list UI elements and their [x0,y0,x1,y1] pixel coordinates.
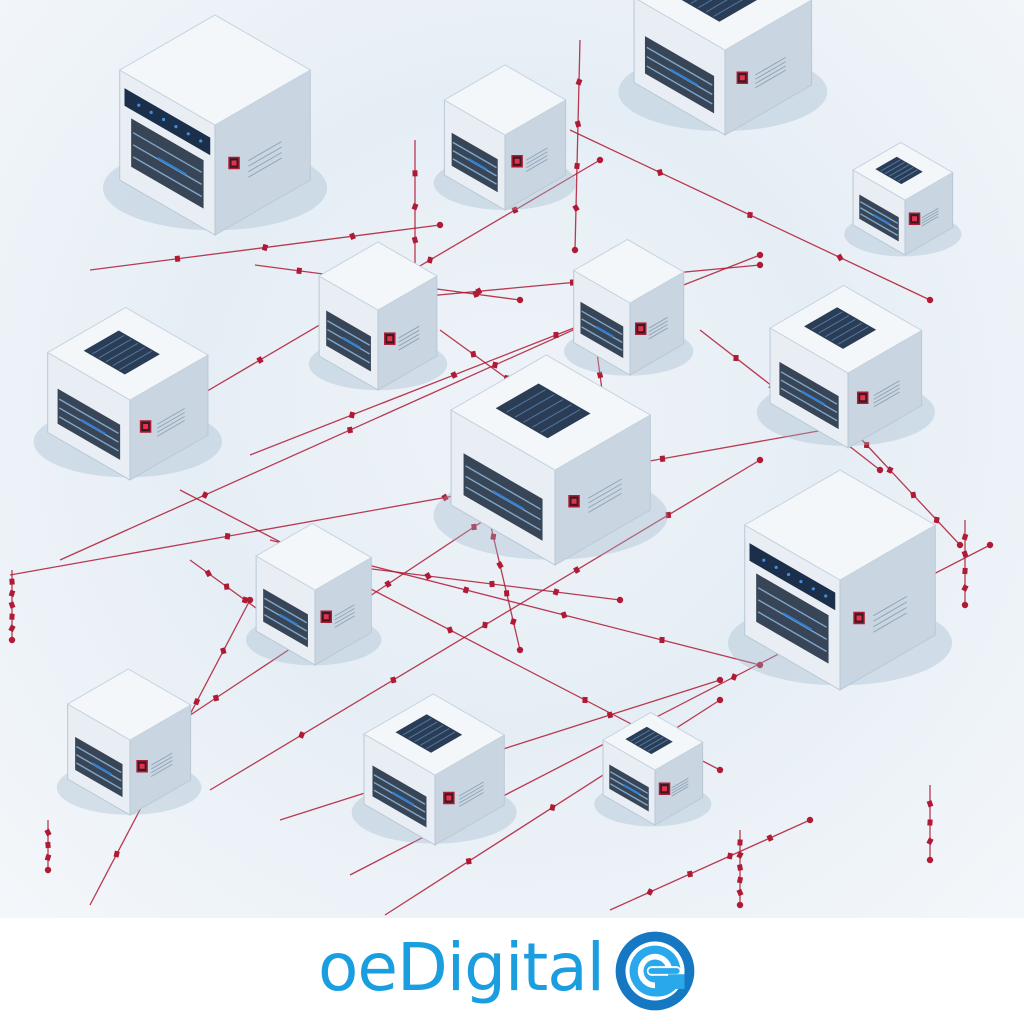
network-line [44,820,52,874]
network-line [736,830,744,909]
printer-p12 [56,668,202,816]
network-line [569,129,934,304]
printer-p1 [102,14,328,236]
printer-p10 [245,522,382,666]
printer-p3 [618,0,828,136]
illustration-canvas [8,0,994,916]
network-line [926,785,934,864]
printer-p6 [564,238,694,376]
printer-p7 [33,306,223,481]
printer-p5 [308,241,448,391]
printer-p11 [727,469,953,691]
printer-p9 [433,354,668,566]
network-line [961,520,969,609]
printer-p2 [433,64,577,211]
network-line [89,221,444,271]
network-line [479,479,524,654]
printers [33,0,962,846]
network-line [609,816,814,911]
network-line [209,456,764,791]
brand-logo: oeDigital [318,930,696,1012]
brand-name: oeDigital [317,929,605,1006]
printer-p14 [594,711,712,827]
network-line [571,39,583,254]
printer-network-illustration [0,0,1024,918]
network-line [8,570,16,644]
oedigital-e-circle-icon [615,931,695,1011]
printer-p8 [756,284,935,449]
printer-p4 [844,141,962,257]
printer-p13 [351,693,517,846]
footer-brand-bar: oeDigital [0,918,1024,1024]
